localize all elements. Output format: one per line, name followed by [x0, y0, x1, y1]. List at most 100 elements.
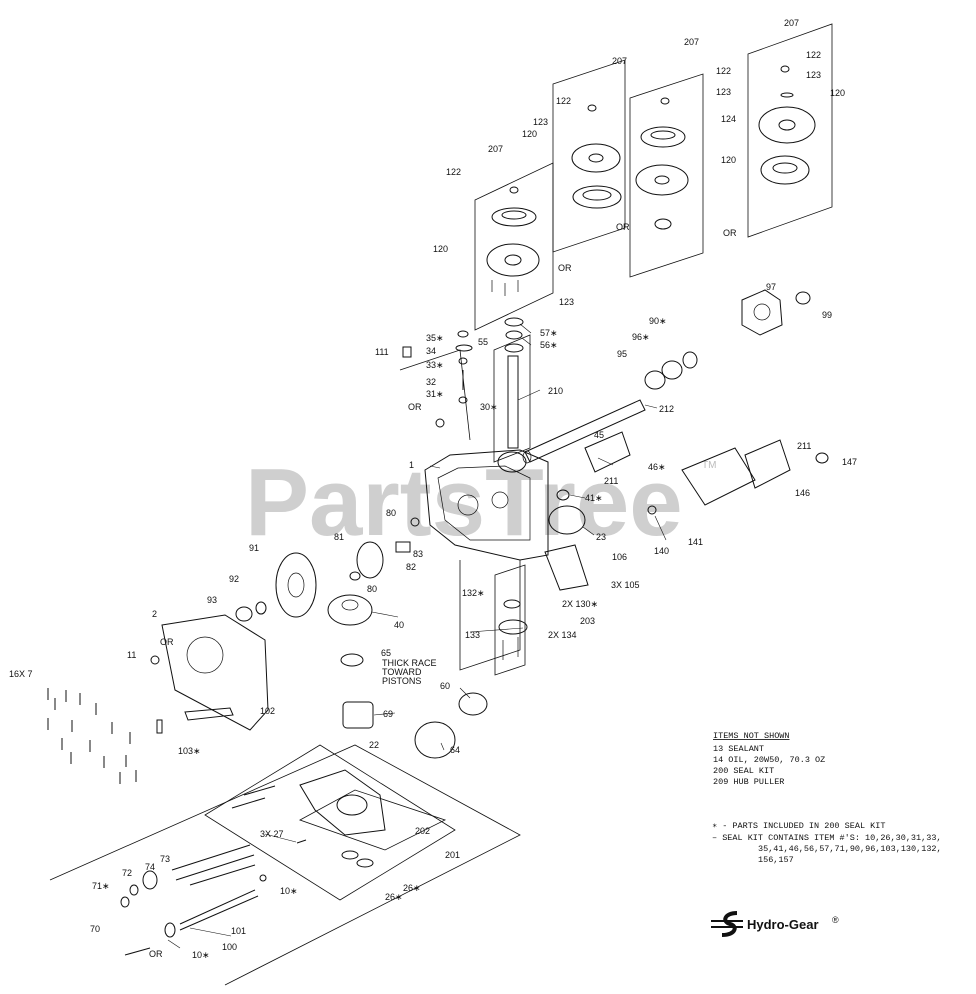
callout-45: 45	[594, 430, 604, 440]
main-housing	[424, 449, 549, 561]
callout-22: 22	[369, 740, 379, 750]
seal-kit-line-4: 156,157	[758, 855, 794, 865]
callout-92: 92	[229, 574, 239, 584]
callout-210: 210	[548, 386, 563, 396]
hydro-gear-s-icon	[721, 911, 738, 937]
callout-101: 101	[231, 926, 246, 936]
callout-40: 40	[394, 620, 404, 630]
items-not-shown-line: 200 SEAL KIT	[713, 766, 774, 776]
thick-race-note: THICK RACE TOWARD PISTONS	[382, 658, 437, 686]
callout-10-b: 10∗	[192, 950, 210, 960]
callout-99: 99	[822, 310, 832, 320]
callout-or-3: OR	[723, 228, 737, 238]
bearings-95-96	[644, 351, 698, 390]
callout-123-c: 123	[806, 70, 821, 80]
items-not-shown-line: 14 OIL, 20W50, 70.3 OZ	[713, 755, 825, 765]
callout-46: 46∗	[648, 462, 666, 472]
callout-123-d: 123	[559, 297, 574, 307]
thick-race-line-3: PISTONS	[382, 676, 421, 686]
callout-202: 202	[415, 826, 430, 836]
callout-97: 97	[766, 282, 776, 292]
callout-207-c: 207	[684, 37, 699, 47]
callout-123-a: 123	[533, 117, 548, 127]
callout-labels: 207 207 207 207 122 122 122 122 123 123 …	[9, 18, 857, 960]
callout-81: 81	[334, 532, 344, 542]
callout-146: 146	[795, 488, 810, 498]
callout-211-a: 211	[604, 476, 618, 486]
callout-147: 147	[842, 457, 857, 467]
brake-assembly	[548, 431, 829, 535]
callout-32: 32	[426, 377, 436, 387]
watermark-text: PartsTree	[245, 449, 683, 556]
hydro-gear-logo: Hydro-Gear ®	[711, 911, 839, 937]
callout-11: 11	[127, 650, 136, 660]
callout-41: 41∗	[585, 493, 603, 503]
leader-lines	[167, 323, 667, 949]
callout-132: 132∗	[462, 588, 485, 598]
callout-57: 57∗	[540, 328, 558, 338]
callout-64: 64	[450, 745, 460, 755]
seal-kit-notes: ∗ - PARTS INCLUDED IN 200 SEAL KIT – SEA…	[712, 821, 942, 865]
brand-registered: ®	[832, 915, 839, 925]
callout-93: 93	[207, 595, 217, 605]
callout-10-a: 10∗	[280, 886, 298, 896]
seal-kit-line-2: – SEAL KIT CONTAINS ITEM #'S: 10,26,30,3…	[712, 833, 942, 843]
callout-80-a: 80	[386, 508, 396, 518]
callout-141: 141	[688, 537, 703, 547]
thick-race-line-2: TOWARD	[382, 667, 422, 677]
callout-27: 3X 27	[260, 829, 284, 839]
filter-cover-106	[544, 544, 589, 591]
callout-71: 71∗	[92, 881, 110, 891]
callout-80-b: 80	[367, 584, 377, 594]
pistons-and-swashplate	[340, 653, 488, 759]
callout-133: 133	[465, 630, 480, 640]
callout-120-c: 120	[721, 155, 736, 165]
callout-or-5: OR	[160, 637, 174, 647]
callout-207-a: 207	[488, 144, 503, 154]
callout-31: 31∗	[426, 389, 444, 399]
callout-23: 23	[596, 532, 606, 542]
callout-16x7: 16X 7	[9, 669, 33, 679]
callout-100: 100	[222, 942, 237, 952]
fan-pulley-panel-3	[629, 73, 704, 278]
callout-73: 73	[160, 854, 170, 864]
hub-97	[741, 289, 811, 336]
callout-83: 83	[413, 549, 423, 559]
callout-207-b: 207	[612, 56, 627, 66]
callout-26-a: 26∗	[403, 883, 421, 893]
callout-201: 201	[445, 850, 460, 860]
callout-34: 34	[426, 346, 436, 356]
callout-65: 65	[381, 648, 391, 658]
seal-kit-line-1: ∗ - PARTS INCLUDED IN 200 SEAL KIT	[712, 821, 885, 831]
callout-105: 3X 105	[611, 580, 640, 590]
callout-74: 74	[145, 862, 155, 872]
brand-name: Hydro-Gear	[747, 917, 819, 932]
callout-122-a: 122	[446, 167, 461, 177]
side-cover-2	[150, 614, 269, 731]
callout-56: 56∗	[540, 340, 558, 350]
items-not-shown-line: 13 SEALANT	[713, 744, 764, 754]
callout-122-d: 122	[806, 50, 821, 60]
callout-55: 55	[478, 337, 488, 347]
callout-207-d: 207	[784, 18, 799, 28]
callout-or-1: OR	[558, 263, 572, 273]
callout-130: 2X 130∗	[562, 599, 598, 609]
fan-pulley-panel-1	[474, 162, 554, 331]
callout-or-6: OR	[149, 949, 163, 959]
items-not-shown-list: ITEMS NOT SHOWN 13 SEALANT 14 OIL, 20W50…	[713, 731, 825, 787]
callout-95: 95	[617, 349, 627, 359]
fan-pulley-panel-4	[747, 23, 833, 238]
callout-1: 1	[409, 460, 414, 470]
callout-or-2: OR	[616, 222, 630, 232]
callout-111: 111	[375, 347, 389, 357]
callout-120-d: 120	[830, 88, 845, 98]
watermark-tm: TM	[702, 460, 716, 471]
callout-or-4: OR	[408, 402, 422, 412]
callout-2: 2	[152, 609, 157, 619]
items-not-shown-line: 209 HUB PULLER	[713, 777, 784, 787]
seal-kit-line-3: 35,41,46,56,57,71,90,96,103,130,132,	[758, 844, 942, 854]
callout-90: 90∗	[649, 316, 667, 326]
shaft-group-panel	[493, 334, 531, 463]
callout-211-b: 211	[797, 441, 811, 451]
